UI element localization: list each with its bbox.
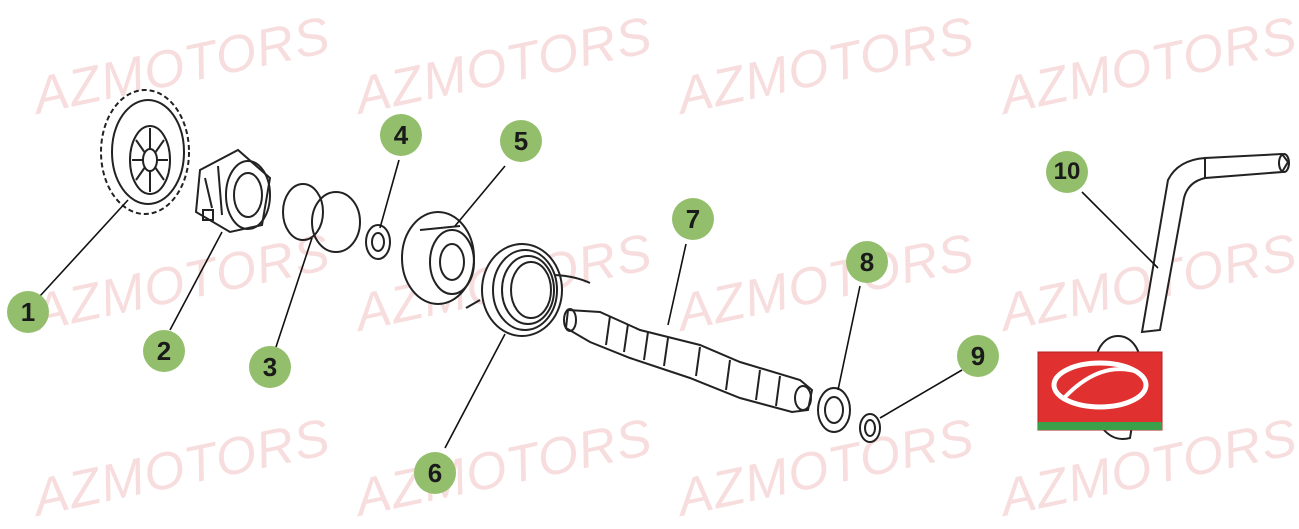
part-5-spring-guide <box>401 211 475 305</box>
callout-10: 10 <box>1046 151 1088 193</box>
callout-8: 8 <box>846 241 888 283</box>
part-8-thrust-washer <box>817 387 851 433</box>
part-4-washer <box>365 224 391 260</box>
callout-4: 4 <box>380 114 422 156</box>
part-6-return-spring <box>465 243 591 337</box>
part-3-circlips <box>282 183 361 253</box>
callout-6: 6 <box>414 452 456 494</box>
callout-9: 9 <box>957 335 999 377</box>
callout-3: 3 <box>249 346 291 388</box>
brand-logo <box>1037 351 1163 431</box>
part-7-kickstart-shaft <box>563 308 814 414</box>
part-9-small-washer <box>859 413 881 443</box>
leader-lines <box>39 159 1159 449</box>
callout-7: 7 <box>672 198 714 240</box>
part-1-gear <box>100 89 190 215</box>
callout-1: 1 <box>7 291 49 333</box>
part-2-ratchet-sleeve <box>194 148 272 234</box>
callout-2: 2 <box>143 330 185 372</box>
callout-5: 5 <box>500 120 542 162</box>
